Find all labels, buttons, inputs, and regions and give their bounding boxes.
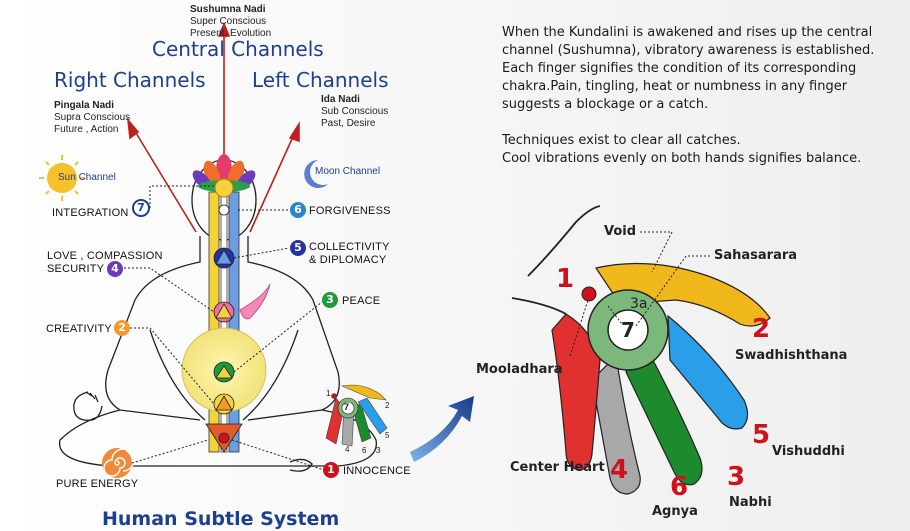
mini-hand-icon [325, 384, 388, 447]
peace-badge: 3 [322, 292, 338, 308]
finger-red [551, 313, 601, 471]
mini-hand-num-3: 3 [376, 446, 381, 455]
center-7-label: 7 [621, 318, 635, 342]
chakra-markers [205, 204, 243, 453]
creativity-label: CREATIVITY [46, 323, 112, 335]
hand-leader-lines [569, 231, 710, 357]
pingala-title: Pingala Nadi [54, 100, 115, 111]
ida-line1: Sub Conscious [321, 106, 389, 117]
forgiveness-label: FORGIVENESS [309, 205, 391, 217]
explanation-paragraph-3: Cool vibrations evenly on both hands sig… [502, 151, 862, 166]
large-hand [511, 205, 771, 495]
pingala-line1: Supra Conscious [54, 112, 131, 123]
finger-green [625, 334, 703, 486]
hand-number-5: 5 [752, 420, 771, 450]
mooladhara-dot [581, 286, 597, 302]
swadhishthana-label: Swadhishthana [735, 348, 848, 363]
center-heart-label: Center Heart [510, 460, 605, 475]
pure-energy-label: PURE ENERGY [56, 478, 139, 490]
sahasarara-label: Sahasarara [714, 248, 798, 263]
ida-line2: Past, Desire [321, 118, 376, 129]
explanation-text: When the Kundalini is awakened and rises… [502, 24, 902, 168]
innocence-label: INNOCENCE [343, 465, 411, 477]
collectivity-line1: COLLECTIVITY [309, 241, 390, 253]
mini-hand-num-5: 5 [385, 431, 390, 440]
moon-channel-label: Moon Channel [315, 166, 381, 177]
explanation-paragraph-2: Techniques exist to clear all catches. [502, 133, 741, 148]
lotus-crown [192, 154, 256, 198]
mini-hand-num-2: 2 [385, 401, 390, 410]
collectivity-badge: 5 [290, 240, 306, 256]
collectivity-label: COLLECTIVITY & DIPLOMACY [309, 241, 390, 267]
collectivity-line2: & DIPLOMACY [309, 254, 387, 266]
palm-center-inner [607, 309, 649, 351]
sun-icon [39, 155, 85, 201]
sushumna-title: Sushumna Nadi [190, 4, 266, 15]
void-label: Void [604, 224, 637, 239]
mini-hand-num-6: 6 [362, 446, 367, 455]
hand-number-6: 6 [670, 472, 689, 502]
leader-lines [124, 185, 325, 471]
moon-icon [304, 160, 328, 188]
spiral-icon [102, 448, 135, 478]
transition-arrow [410, 396, 474, 462]
finger-yellow [595, 262, 771, 327]
love-badge: 4 [107, 261, 123, 277]
ida-title: Ida Nadi [321, 94, 360, 105]
hand-number-2: 2 [752, 314, 771, 344]
pink-flame [239, 283, 271, 320]
love-line2: SECURITY [47, 263, 105, 275]
explanation-paragraph-1: When the Kundalini is awakened and rises… [502, 25, 875, 112]
innocence-badge: 1 [323, 462, 339, 478]
agnya-label: Agnya [652, 504, 698, 519]
mini-hand-num-4: 4 [345, 445, 350, 454]
pingala-line2: Future , Action [54, 124, 119, 135]
hand-number-4: 4 [610, 455, 629, 485]
vishuddhi-label: Vishuddhi [772, 444, 845, 459]
sushumna-label: Sushumna Nadi Super Conscious Present, E… [190, 4, 271, 40]
center-3a-label: 3a [630, 296, 648, 312]
footer-title: Human Subtle System [102, 508, 340, 530]
left-channels-heading: Left Channels [252, 68, 389, 92]
creativity-badge: 2 [114, 320, 130, 336]
pingala-label: Pingala Nadi Supra Conscious Future , Ac… [54, 100, 130, 136]
mini-hand-num-1: 1 [326, 389, 331, 398]
hand-number-1: 1 [556, 264, 575, 294]
right-channels-heading: Right Channels [54, 68, 206, 92]
finger-blue [667, 314, 749, 430]
ida-label: Ida Nadi Sub Conscious Past, Desire [321, 94, 388, 130]
integration-label: INTEGRATION [52, 207, 129, 219]
mooladhara-label: Mooladhara [476, 362, 563, 377]
nabhi-label: Nabhi [729, 495, 772, 510]
central-channels-heading: Central Channels [152, 37, 324, 61]
finger-gray [591, 354, 641, 495]
hand-number-3: 3 [727, 462, 746, 492]
sun-channel-label: Sun Channel [58, 172, 116, 183]
sushumna-line2: Present, Evolution [190, 28, 272, 39]
peace-label: PEACE [342, 295, 381, 307]
mini-hand-num-7: 7 [344, 402, 350, 412]
forgiveness-badge: 6 [290, 202, 306, 218]
integration-badge: 7 [132, 199, 150, 217]
sushumna-line1: Super Conscious [190, 16, 267, 27]
love-label: LOVE , COMPASSION SECURITY [47, 250, 163, 276]
love-line1: LOVE , COMPASSION [47, 250, 163, 262]
